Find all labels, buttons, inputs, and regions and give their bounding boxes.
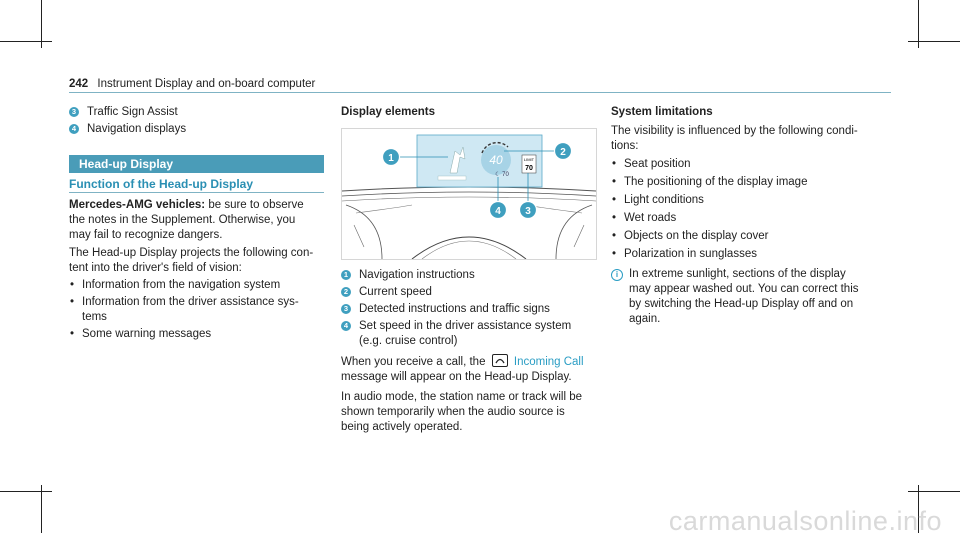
- bullet-item: Wet roads: [611, 211, 896, 226]
- hud-illustration: 40 ☾ 70 LIMIT 70 1 2 3 4: [342, 134, 596, 259]
- paragraph-line: When you receive a call, the Incoming Ca…: [341, 354, 584, 368]
- bullet-item: Some warning messages: [69, 327, 325, 342]
- phone-icon: [491, 354, 508, 367]
- section-title: Head-up Display: [69, 155, 324, 173]
- bullet-item: Polarization in sunglasses: [611, 247, 896, 262]
- callout-badge: 1: [341, 270, 351, 280]
- bullet-item: Light conditions: [611, 193, 896, 208]
- bullet-continuation: tems: [82, 311, 107, 323]
- callout-4: 4: [488, 200, 508, 220]
- callout-badge: 4: [69, 124, 79, 134]
- paragraph-line: tions:: [611, 140, 639, 152]
- subsection-title: Function of the Head-up Display: [69, 177, 254, 191]
- limit-value-text: 70: [525, 165, 533, 172]
- hud-speed-text: 40: [489, 153, 503, 167]
- bullet-item: The positioning of the display image: [611, 175, 896, 190]
- crop-mark: [908, 491, 960, 492]
- display-elements-heading: Display elements: [341, 106, 435, 118]
- note-block: i In extreme sunlight, sections of the d…: [611, 267, 896, 327]
- crop-mark: [918, 0, 919, 48]
- paragraph-line: Mercedes-AMG vehicles: be sure to observ…: [69, 199, 304, 211]
- note-line: In extreme sunlight, sections of the dis…: [629, 268, 846, 280]
- header-rule: [69, 92, 891, 93]
- watermark: carmanualsonline.info: [668, 506, 942, 536]
- callout-3: 3: [518, 200, 538, 220]
- paragraph-line: The Head-up Display projects the followi…: [69, 247, 314, 259]
- bold-lead: Mercedes-AMG vehicles:: [69, 199, 206, 211]
- callout-badge: 4: [341, 321, 351, 331]
- callout-badge: 2: [341, 287, 351, 297]
- page-header-title: Instrument Display and on-board computer: [97, 78, 316, 90]
- system-limitations-heading: System limitations: [611, 106, 713, 118]
- page-header: 242 Instrument Display and on-board comp…: [69, 77, 315, 92]
- crop-mark: [41, 485, 42, 533]
- callout-badge: 3: [69, 107, 79, 117]
- hud-figure: 40 ☾ 70 LIMIT 70 1 2 3 4: [341, 128, 597, 260]
- bullet-item: Information from the navigation system: [69, 278, 325, 293]
- bullet-item: Information from the driver assistance s…: [69, 295, 325, 310]
- info-icon: i: [611, 269, 623, 281]
- paragraph-line: tent into the driver's field of vision:: [69, 262, 242, 274]
- paragraph-line: The visibility is influenced by the foll…: [611, 125, 858, 137]
- paragraph-line: being actively operated.: [341, 421, 463, 433]
- svg-text:3: 3: [525, 206, 531, 217]
- subsection-rule: [69, 192, 324, 193]
- paragraph-line: message will appear on the Head-up Displ…: [341, 371, 572, 383]
- callout-2: 2: [553, 141, 573, 161]
- crop-mark: [0, 491, 52, 492]
- crop-mark: [41, 0, 42, 48]
- crop-mark: [908, 41, 960, 42]
- paragraph-line: shown temporarily when the audio source …: [341, 406, 565, 418]
- paragraph-line: In audio mode, the station name or track…: [341, 391, 582, 403]
- bullet-item: Objects on the display cover: [611, 229, 896, 244]
- note-line: again.: [629, 313, 661, 325]
- incoming-call-link: Incoming Call: [513, 356, 584, 368]
- legend-continuation: (e.g. cruise control): [359, 335, 458, 347]
- paragraph-line: may fail to recognize dangers.: [69, 229, 223, 241]
- callout-badge: 3: [341, 304, 351, 314]
- paragraph-line: the notes in the Supplement. Otherwise, …: [69, 214, 296, 226]
- crop-mark: [918, 485, 919, 533]
- note-line: may appear washed out. You can correct t…: [629, 283, 859, 295]
- svg-text:2: 2: [560, 147, 566, 158]
- note-line: by switching the Head-up Display off and…: [629, 298, 854, 310]
- callout-1: 1: [381, 147, 401, 167]
- limit-label-text: LIMIT: [524, 157, 535, 162]
- crop-mark: [0, 41, 52, 42]
- svg-text:4: 4: [495, 206, 501, 217]
- page-number: 242: [69, 78, 89, 90]
- left-body: Mercedes-AMG vehicles: be sure to observ…: [69, 198, 325, 342]
- svg-text:☾ 70: ☾ 70: [495, 171, 509, 178]
- right-column: System limitations The visibility is inf…: [611, 105, 896, 327]
- svg-text:1: 1: [388, 153, 394, 164]
- bullet-item: Seat position: [611, 157, 896, 172]
